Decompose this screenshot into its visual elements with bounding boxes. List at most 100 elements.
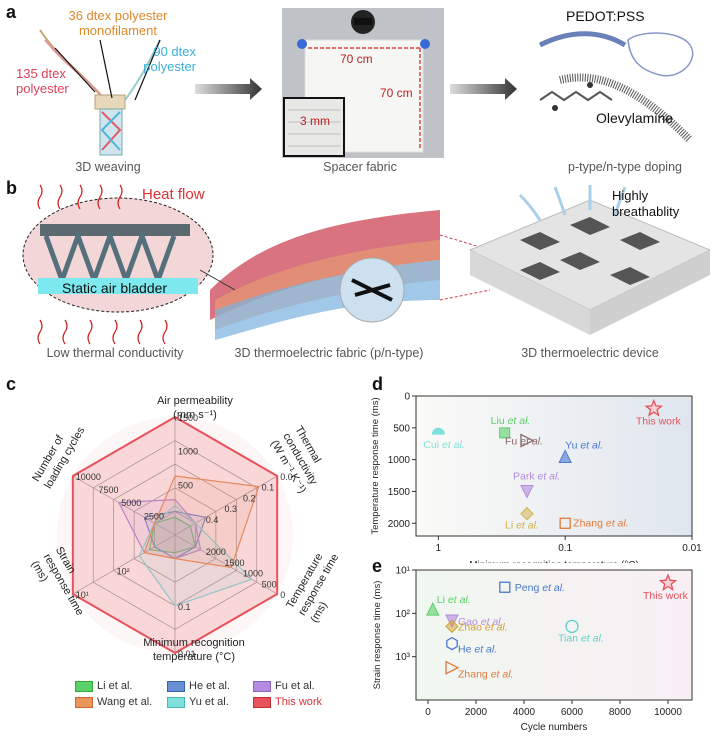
- point-label: Zhang et al.: [573, 517, 628, 529]
- radar-tick-label: 10¹: [76, 590, 89, 600]
- pedot-label: PEDOT:PSS: [566, 8, 645, 24]
- radar-spoke: [72, 534, 176, 595]
- panel-b-illustrations: [22, 184, 712, 345]
- plot-area: [415, 569, 693, 701]
- radar-series-this-work: [71, 415, 279, 655]
- radar-tick-label: 5000: [121, 498, 141, 508]
- data-point: [520, 484, 534, 499]
- data-point: [445, 660, 460, 675]
- height-label: 70 cm: [380, 86, 413, 100]
- data-point: [446, 636, 458, 651]
- radar-tick-label: 0.3: [224, 504, 237, 514]
- panel-label-a: a: [6, 2, 17, 22]
- axis-title-air-permeability: Air permeability (mm s⁻¹): [157, 395, 233, 421]
- left-yarn-label: 135 dtex polyester: [16, 66, 69, 96]
- data-point: [558, 449, 572, 463]
- legend-swatch: [253, 696, 271, 708]
- legend-label: He et al.: [189, 680, 230, 692]
- legend-item: He et al.: [167, 680, 230, 692]
- spacer-fabric-photo: [282, 8, 444, 158]
- legend-swatch: [75, 680, 93, 692]
- data-point: [499, 581, 511, 593]
- weaving-illustration: [39, 29, 161, 156]
- data-point: [445, 619, 459, 634]
- plot-area: [415, 395, 693, 537]
- point-label: Liu et al.: [491, 415, 531, 427]
- y-tick-label: 2000: [388, 519, 411, 530]
- mono-label: 36 dtex polyester monofilament: [68, 8, 168, 38]
- doping-illustration: [538, 31, 694, 143]
- y-axis-label: Strain response time (ms): [372, 581, 383, 690]
- legend-item: This work: [253, 696, 322, 708]
- radar-tick-label: 1000: [243, 569, 263, 579]
- heat-flow-illustration: [22, 184, 214, 345]
- caption-thermoelectric-fabric: 3D thermoelectric fabric (p/n-type): [234, 346, 424, 360]
- x-axis-label: Cycle numbers: [521, 722, 588, 733]
- caption-spacer: Spacer fabric: [323, 160, 397, 174]
- point-label: Tian et al.: [558, 632, 604, 644]
- legend-item: Wang et al.: [75, 696, 152, 708]
- axis-title-min-temperature: Minimum recognition temperature (°C): [143, 637, 245, 663]
- legend-label: Wang et al.: [97, 696, 153, 708]
- x-tick-label: 6000: [561, 707, 584, 718]
- point-label: Yu et al.: [565, 439, 603, 451]
- radar-tick-label: 500: [262, 579, 277, 589]
- breathability-label: Highly breathablity: [612, 188, 680, 219]
- air-bladder-label: Static air bladder: [62, 280, 168, 296]
- legend-swatch: [167, 680, 185, 692]
- y-tick-label: 10²: [396, 609, 411, 620]
- heat-flow-label: Heat flow: [142, 186, 205, 203]
- caption-low-conductivity: Low thermal conductivity: [46, 346, 184, 360]
- data-point: [644, 398, 664, 417]
- data-point: [559, 517, 571, 529]
- oleylamine-label: Olevylamine: [596, 110, 674, 126]
- arrow-right-icon: [195, 78, 262, 100]
- y-tick-label: 10³: [396, 652, 411, 663]
- radar-tick-label: 0.1: [178, 602, 191, 612]
- radar-tick-label: 10²: [117, 566, 130, 576]
- x-tick-label: 10000: [654, 707, 682, 718]
- panel-a-illustrations: [39, 8, 694, 158]
- legend-item: Fu et al.: [253, 680, 315, 692]
- point-label: He et al.: [458, 644, 497, 656]
- point-label: Park et al.: [513, 470, 560, 482]
- x-tick-label: 0.1: [558, 543, 572, 554]
- radar-tick-label: 7500: [99, 485, 119, 495]
- data-point: [499, 427, 511, 439]
- panel-label-b: b: [6, 178, 17, 198]
- radar-tick-label: 0.4: [206, 515, 219, 525]
- radar-tick-label: 0.01: [178, 649, 196, 659]
- radar-tick-label: 10000: [76, 472, 101, 482]
- x-axis-label: Minimum recognition temperature (°C): [469, 560, 639, 563]
- data-point: [565, 619, 579, 634]
- y-axis-label: Temperature response time (ms): [370, 397, 381, 534]
- radar-tick-label: 1500: [224, 558, 244, 568]
- thermoelectric-device-illustration: [468, 185, 712, 335]
- thermoelectric-fabric-illustration: [199, 210, 491, 340]
- x-tick-label: 4000: [513, 707, 536, 718]
- point-label: Fu et al.: [505, 436, 543, 448]
- caption-weaving: 3D weaving: [75, 160, 141, 174]
- x-tick-label: 0.01: [682, 543, 702, 554]
- legend-label: Fu et al.: [275, 680, 315, 692]
- point-label: Peng et al.: [515, 582, 565, 594]
- y-tick-label: 1500: [388, 487, 411, 498]
- point-label: This work: [643, 590, 689, 602]
- x-tick-label: 2000: [465, 707, 488, 718]
- radar-tick-label: 1500: [178, 413, 198, 423]
- legend-swatch: [75, 696, 93, 708]
- y-tick-label: 0: [404, 392, 410, 403]
- radar-tick-label: 0: [280, 590, 285, 600]
- y-tick-label: 1000: [388, 455, 411, 466]
- panel-label-d: d: [372, 374, 383, 394]
- radar-tick-label: 2000: [206, 547, 226, 557]
- legend-label: This work: [275, 696, 323, 708]
- legend-label: Li et al.: [97, 680, 133, 692]
- data-point: [520, 433, 535, 448]
- arrow-right-icon: [450, 78, 517, 100]
- radar-tick-label: 500: [178, 480, 193, 490]
- point-label: Li et al.: [437, 594, 471, 606]
- radar-spoke: [72, 475, 176, 536]
- point-label: Cui et al.: [423, 439, 464, 451]
- caption-doping: p-type/n-type doping: [568, 160, 682, 174]
